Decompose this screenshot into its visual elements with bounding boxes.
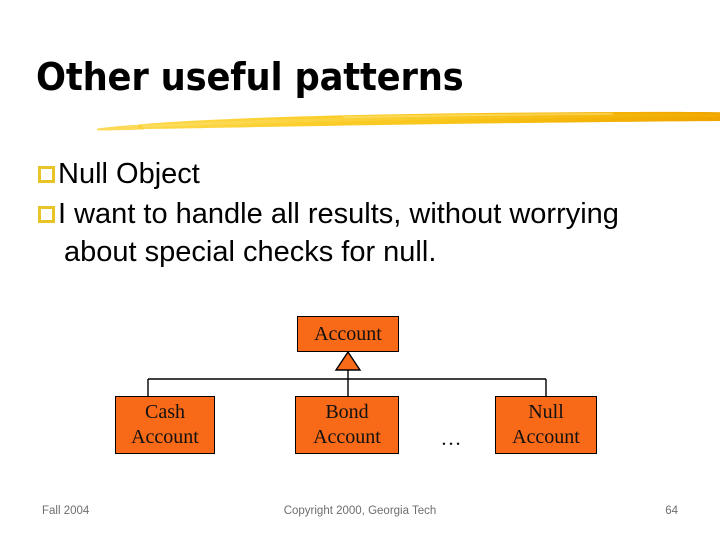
node-label-line2: Account	[313, 426, 381, 448]
node-label-line1: Account	[314, 322, 382, 345]
bullet-text: I want to handle all results, without wo…	[58, 198, 619, 268]
account-node[interactable]: Account	[297, 316, 399, 352]
bond-account-node[interactable]: Bond Account	[295, 396, 399, 454]
slide-number: 64	[665, 505, 678, 517]
footer-term: Fall 2004	[42, 505, 90, 517]
footer-copyright: Copyright 2000, Georgia Tech	[283, 505, 437, 517]
brushstroke-underline	[97, 111, 720, 131]
bullet-list: Null Object I want to handle all results…	[38, 155, 678, 273]
connector-lines	[147, 350, 547, 396]
diagram-ellipsis: …	[440, 426, 464, 450]
node-label-line1: Cash	[145, 401, 185, 423]
uml-class-diagram: Account Cash Account Bond Account … Null…	[0, 300, 720, 475]
node-label-line2: Account	[512, 426, 580, 448]
node-label-line1: Null	[528, 401, 564, 423]
cash-account-node[interactable]: Cash Account	[115, 396, 215, 454]
null-account-node[interactable]: Null Account	[495, 396, 597, 454]
page-title: Other useful patterns	[36, 55, 464, 99]
hollow-square-bullet-icon	[38, 166, 55, 183]
slide-footer: Fall 2004 Copyright 2000, Georgia Tech 6…	[0, 505, 720, 527]
list-item: Null Object	[38, 155, 678, 193]
inheritance-triangle-icon	[334, 350, 362, 371]
bullet-text: Null Object	[58, 158, 200, 190]
hollow-square-bullet-icon	[38, 206, 55, 223]
list-item: I want to handle all results, without wo…	[38, 195, 678, 271]
node-label-line2: Account	[131, 426, 199, 448]
node-label-line1: Bond	[325, 401, 369, 423]
